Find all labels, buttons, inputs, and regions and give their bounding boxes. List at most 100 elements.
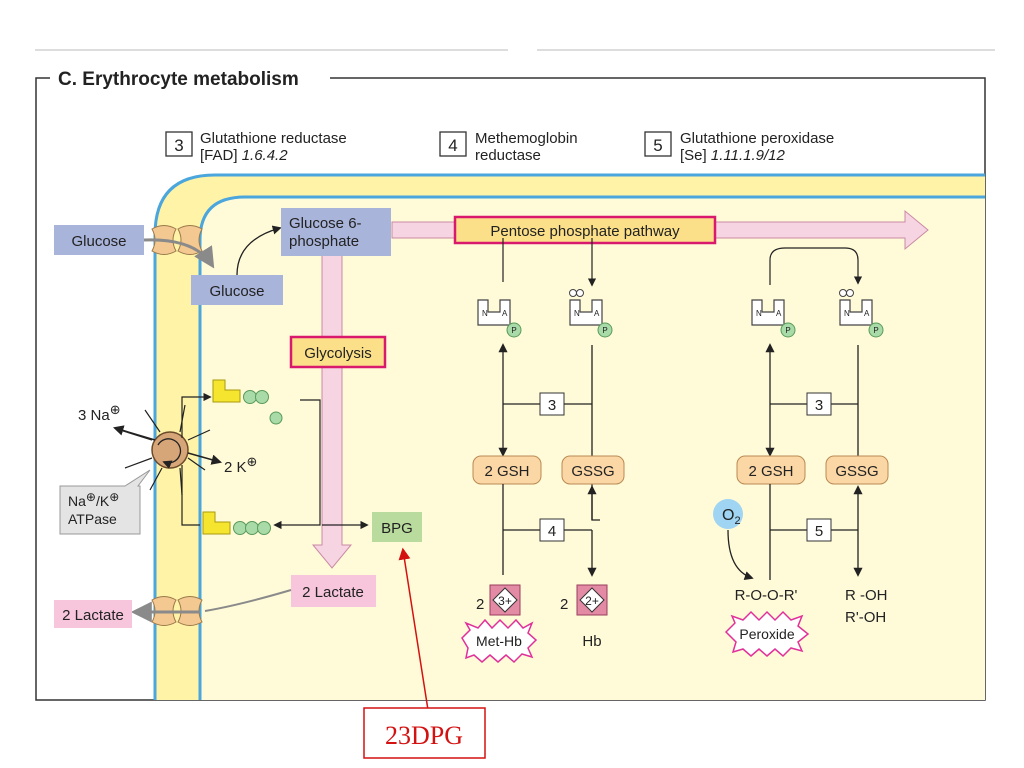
lactate-outside-label: 2 Lactate <box>62 607 124 624</box>
ppp-label: Pentose phosphate pathway <box>490 223 680 240</box>
svg-text:A: A <box>594 309 600 318</box>
glycolysis-arrow <box>311 254 353 569</box>
hb-label: Hb <box>582 633 601 650</box>
gsh-pill-left <box>472 455 542 485</box>
atpase-callout <box>59 469 151 535</box>
lactate-inside-label: 2 Lactate <box>302 584 364 601</box>
lactate-return-line <box>204 589 292 612</box>
enzyme-4-box <box>539 518 565 542</box>
gssg-label-right: GSSG <box>835 463 878 480</box>
glycolysis-label: Glycolysis <box>304 345 372 362</box>
adp-icon <box>212 379 283 425</box>
gssg-pill-left <box>561 455 625 485</box>
adp-arrow <box>181 392 212 438</box>
enzyme-3-box-left <box>539 392 565 416</box>
svg-text:[Se] 1.11.1.9/12: [Se] 1.11.1.9/12 <box>680 147 785 164</box>
enzyme-3-cofactor: [FAD] <box>200 147 242 164</box>
o2-arrow <box>727 529 754 581</box>
nadph-icon-right: N A P <box>839 289 884 338</box>
k-label: 2 K⊕ <box>224 454 257 476</box>
enzyme-3-ec: 1.6.4.2 <box>242 147 289 164</box>
svg-text:P: P <box>511 326 516 335</box>
k-in-arrow <box>187 452 223 465</box>
na-label: 3 Na⊕ <box>78 402 121 424</box>
glycolysis-box <box>289 335 387 369</box>
atpase-label-line1: Na⊕/K⊕ <box>68 490 119 509</box>
g6p-label-line2: phosphate <box>289 233 359 250</box>
na-k-pump <box>119 404 211 496</box>
enzyme-3-label-left: 3 <box>548 397 556 414</box>
hb-coefficient: 2 <box>560 596 568 613</box>
rooR-label: R-O-O-R' <box>735 587 798 604</box>
annotation-label: 23DPG <box>385 721 463 750</box>
enzyme-5-number: 5 <box>653 136 662 155</box>
enzyme-3-number: 3 <box>174 136 183 155</box>
membrane-inner <box>198 195 985 700</box>
glucose-outside-box <box>54 225 144 255</box>
enzyme-5-ec: 1.11.1.9/12 <box>711 147 786 164</box>
glucose-to-g6p-arrow <box>236 225 282 276</box>
atp-line <box>181 465 200 526</box>
enzyme-legend-3: 3 Glutathione reductase [FAD] 1.6.4.2 <box>165 130 347 164</box>
bpg-label: BPG <box>381 520 413 537</box>
ppp-box <box>453 215 717 245</box>
lactate-outside-box <box>54 600 132 628</box>
enzyme-3-box-right <box>806 392 832 416</box>
methb-heme-icon: 3+ <box>489 584 521 616</box>
o2-label: O2 <box>722 507 741 527</box>
svg-text:P: P <box>602 326 607 335</box>
glucose-transport-arrow <box>143 238 215 269</box>
atp-arrow <box>273 399 321 530</box>
glucose-inside-label: Glucose <box>209 283 264 300</box>
enzyme-legend-5: 5 Glutathione peroxidase [Se] 1.11.1.9/1… <box>644 130 834 164</box>
gsh-label-right: 2 GSH <box>748 463 793 480</box>
g6p-box <box>281 208 391 256</box>
nadph-icon-left: N A P <box>569 289 613 338</box>
methb-charge: 3+ <box>498 594 512 608</box>
peroxide-label: Peroxide <box>739 626 794 642</box>
enzyme-4-name-line2: reductase <box>475 147 541 164</box>
methb-coefficient: 2 <box>476 596 484 613</box>
bpg-box <box>372 512 422 542</box>
enzyme-4-name: Methemoglobin <box>475 130 578 147</box>
o2-bubble <box>713 499 743 529</box>
enzyme-4-number: 4 <box>448 136 457 155</box>
enzyme-5-label: 5 <box>815 523 823 540</box>
svg-text:A: A <box>864 309 870 318</box>
enzyme-5-box <box>806 518 832 542</box>
methb-label: Met-Hb <box>476 633 522 649</box>
lactate-inside-box <box>291 575 376 607</box>
peroxide-burst <box>724 610 810 658</box>
svg-text:P: P <box>785 326 790 335</box>
enzyme-5-name: Glutathione peroxidase <box>680 130 834 147</box>
hb-charge: 2+ <box>585 594 599 608</box>
svg-text:N: N <box>844 309 850 318</box>
roh-label: R -OH <box>845 587 888 604</box>
svg-text:N: N <box>574 309 580 318</box>
na-out-arrow <box>112 425 156 441</box>
section-title: C. Erythrocyte metabolism <box>58 69 299 90</box>
nadp-cycle-right <box>769 247 863 285</box>
svg-text:[FAD] 1.6.4.2: [FAD] 1.6.4.2 <box>200 147 288 164</box>
methb-burst <box>461 618 538 664</box>
hb-heme-icon: 2+ <box>576 584 608 616</box>
annotation-box <box>363 707 486 759</box>
g6p-label-line1: Glucose 6- <box>289 215 362 232</box>
enzyme-4-label: 4 <box>548 523 556 540</box>
roh2-label: R'-OH <box>845 609 886 626</box>
gssg-pill-right <box>825 455 889 485</box>
svg-text:P: P <box>873 326 878 335</box>
glucose-outside-label: Glucose <box>71 233 126 250</box>
enzyme-3-name: Glutathione reductase <box>200 130 347 147</box>
atpase-label-line2: ATPase <box>68 511 117 527</box>
svg-text:A: A <box>776 309 782 318</box>
gssg-label-left: GSSG <box>571 463 614 480</box>
svg-text:A: A <box>502 309 508 318</box>
gsh-pill-right <box>736 455 806 485</box>
enzyme-5-cofactor: [Se] <box>680 147 711 164</box>
glucose-inside-box <box>191 275 283 305</box>
